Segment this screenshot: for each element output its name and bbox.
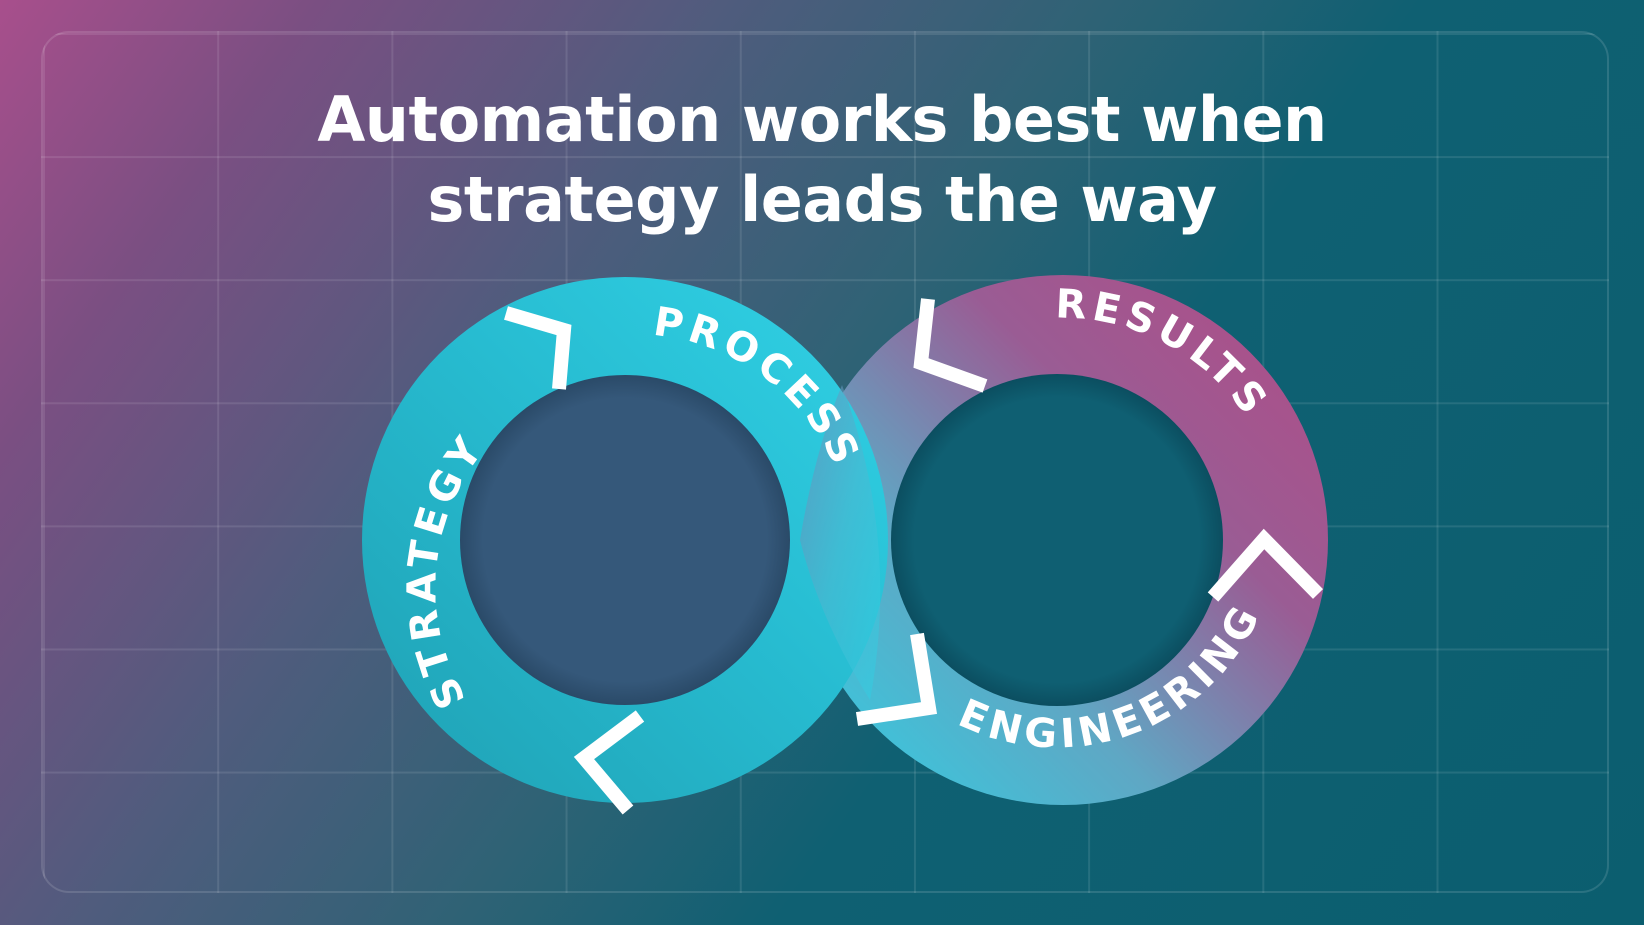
title-line-2: strategy leads the way xyxy=(427,163,1217,236)
chevron-arrow-top-left-icon xyxy=(504,306,572,390)
chevron-arrow-bottom-left-icon xyxy=(573,710,645,815)
title-line-1: Automation works best when xyxy=(317,83,1327,156)
left-ring-hole xyxy=(460,375,790,705)
right-ring-hole xyxy=(891,374,1223,706)
chevron-arrow-top-right-icon xyxy=(913,298,988,393)
ring-overlap xyxy=(800,385,881,700)
chevron-arrow-bottom-center-icon xyxy=(855,632,938,726)
chevron-arrow-right-icon xyxy=(1207,528,1323,602)
page-title: Automation works best when strategy lead… xyxy=(0,80,1644,240)
